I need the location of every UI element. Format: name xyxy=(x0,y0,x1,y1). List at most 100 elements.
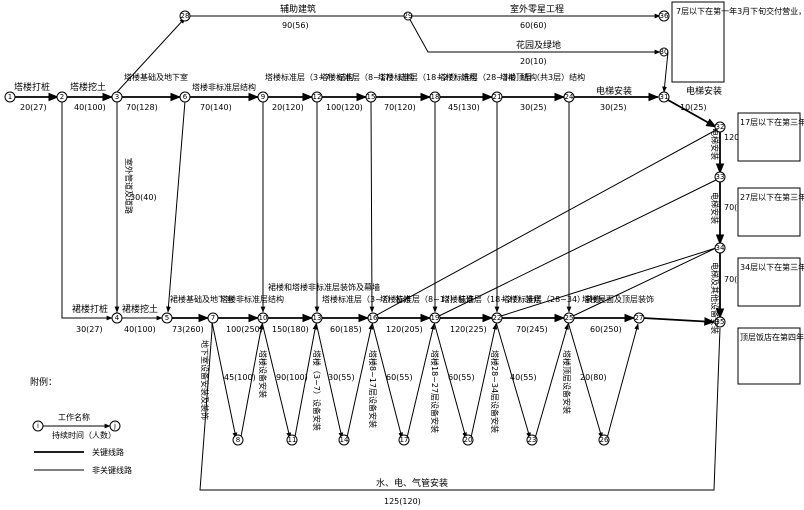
svg-text:33: 33 xyxy=(716,173,725,181)
node-32: 32 xyxy=(714,121,726,133)
node-6: 6 xyxy=(179,91,191,103)
node-16: 16 xyxy=(367,312,379,324)
node-25: 25 xyxy=(563,312,575,324)
node-31: 31 xyxy=(658,91,670,103)
svg-text:19: 19 xyxy=(431,314,440,322)
activity-a13-14-dur: 30(55) xyxy=(328,373,355,382)
legend-node-j xyxy=(109,420,121,432)
activity-a3-5-name: 室外管道及道路 xyxy=(124,158,134,214)
svg-text:29: 29 xyxy=(404,12,413,20)
activity-a33-34-name: 电梯安装 xyxy=(710,192,720,224)
activity-a16-17-dur: 60(55) xyxy=(386,373,413,382)
activity-a7-35-dur: 125(120) xyxy=(384,497,421,506)
svg-text:24: 24 xyxy=(565,93,574,101)
node-23: 23 xyxy=(526,434,538,446)
svg-text:23: 23 xyxy=(528,436,537,444)
svg-text:25: 25 xyxy=(565,314,574,322)
node-15: 15 xyxy=(365,91,377,103)
activity-a19-20-dur: 60(55) xyxy=(448,373,475,382)
svg-text:21: 21 xyxy=(493,93,502,101)
node-22: 22 xyxy=(491,312,503,324)
activity-a15-18-dur: 70(120) xyxy=(384,103,416,112)
activity-a34-35-name: 电梯及其他设备安装 xyxy=(710,262,720,334)
svg-text:28: 28 xyxy=(181,12,190,20)
activity-a25-27-name: 塔楼屋面及顶层装饰 xyxy=(582,294,654,304)
activity-a24-31-name: 电梯安装 xyxy=(596,85,632,97)
svg-text:30: 30 xyxy=(660,48,669,56)
activity-a24-31-dur: 30(25) xyxy=(600,103,627,112)
legend-work-time: 持续时间（人数） xyxy=(52,430,116,440)
svg-text:20: 20 xyxy=(464,436,473,444)
activity-a7-8-dur: 45(100) xyxy=(224,373,256,382)
activity-a19-20-name: 塔楼18~27层设备安装 xyxy=(430,350,440,433)
activity-a1-2-name: 塔楼打桩 xyxy=(14,81,50,93)
activity-a3-28-name: 辅助建筑 xyxy=(280,3,316,15)
activity-a6-9-name: 塔楼非标准层结构 xyxy=(192,82,256,92)
svg-text:36: 36 xyxy=(660,12,669,20)
activity-a10-11-name: 塔楼设备安装 xyxy=(258,350,268,398)
activity-a7-35-name: 水、电、气管安装 xyxy=(376,477,448,489)
activity-a15-18-name: 塔楼标准层（18~27）结构 xyxy=(378,72,477,82)
svg-text:16: 16 xyxy=(369,314,378,322)
node-7: 7 xyxy=(207,312,219,324)
activity-a21-24-dur: 30(25) xyxy=(520,103,547,112)
activity-a5-7-name: 裙楼基础及地下室 xyxy=(170,294,234,304)
svg-text:32: 32 xyxy=(716,123,725,131)
legend: 附例： i j 工作名称 持续时间（人数） 关键线路 非关键线路 xyxy=(30,376,132,475)
activity-a29-31-name: 花园及绿地 xyxy=(516,39,561,51)
node-19: 19 xyxy=(429,312,441,324)
activity-a10-13-name: 裙楼和塔楼非标准层装饰及幕墙 xyxy=(268,282,380,292)
node-1: 1 xyxy=(4,91,16,103)
activity-a13-16-dur: 60(185) xyxy=(330,325,362,334)
svg-text:13: 13 xyxy=(313,314,322,322)
legend-work-name: 工作名称 xyxy=(58,412,90,422)
activity-a28-36-dur: 60(60) xyxy=(520,21,547,30)
node-24: 24 xyxy=(563,91,575,103)
svg-text:35: 35 xyxy=(716,318,725,326)
activity-a22-23-dur: 40(55) xyxy=(510,373,537,382)
svg-text:17: 17 xyxy=(400,436,409,444)
activity-a22-25-name: 塔楼标准层（28~34）装修 xyxy=(502,294,601,304)
edge-group-bottom xyxy=(61,100,721,491)
activity-a3-6-name: 塔楼基础及地下室 xyxy=(124,72,188,82)
node-13: 13 xyxy=(311,312,323,324)
svg-text:11: 11 xyxy=(288,436,297,444)
activity-a33-34-dur: 70(25) xyxy=(724,203,751,212)
labels-top: 塔楼打桩 20(27) 塔楼挖土 40(100) 塔楼基础及地下室 70(128… xyxy=(14,3,632,214)
note-box-33: 27层以下在第三年8月底交付营业，工作日为735d xyxy=(737,187,804,237)
svg-text:18: 18 xyxy=(431,93,440,101)
activity-a25-27-dur: 60(250) xyxy=(590,325,622,334)
node-21: 21 xyxy=(491,91,503,103)
legend-title: 附例： xyxy=(30,376,57,388)
svg-text:34: 34 xyxy=(716,244,725,252)
legend-noncritical-label: 非关键线路 xyxy=(92,465,132,475)
activity-a1-2-dur: 20(27) xyxy=(20,103,47,112)
activity-a6-9-dur: 70(140) xyxy=(200,103,232,112)
svg-text:3: 3 xyxy=(115,93,119,101)
activity-a29-31-dur: 20(10) xyxy=(520,57,547,66)
node-34: 34 xyxy=(714,242,726,254)
svg-text:1: 1 xyxy=(8,93,12,101)
node-11: 11 xyxy=(286,434,298,446)
node-35: 35 xyxy=(714,316,726,328)
note-box-34: 34层以下在第三年10月中旬交付营业，工作日为805d xyxy=(737,257,804,307)
node-27: 27 xyxy=(633,312,645,324)
activity-a31-32-name: 电梯安装 xyxy=(686,85,722,97)
node-10: 10 xyxy=(257,312,269,324)
labels-bottom: 裙楼打桩 30(27) 裙楼挖土 40(100) 裙楼基础及地下室 73(260… xyxy=(72,282,654,506)
svg-text:31: 31 xyxy=(660,93,669,101)
activity-a3-5-dur: 30(40) xyxy=(130,193,157,202)
node-36: 36 xyxy=(658,10,670,22)
legend-node-j-label: j xyxy=(113,422,116,430)
activity-a9-12-name: 塔楼标准层（3~7）结构 xyxy=(265,72,354,82)
svg-text:14: 14 xyxy=(340,436,349,444)
activity-a16-19-dur: 120(205) xyxy=(386,325,423,334)
edge-group-top xyxy=(15,13,725,320)
activity-a3-28-dur: 90(56) xyxy=(282,21,309,30)
activity-a7-10-dur: 100(250) xyxy=(226,325,263,334)
svg-text:12: 12 xyxy=(313,93,322,101)
note-text-31: 7层以下在第一年3月下旬交付营业，工作日为605d xyxy=(676,6,804,16)
node-18: 18 xyxy=(429,91,441,103)
svg-text:10: 10 xyxy=(259,314,268,322)
